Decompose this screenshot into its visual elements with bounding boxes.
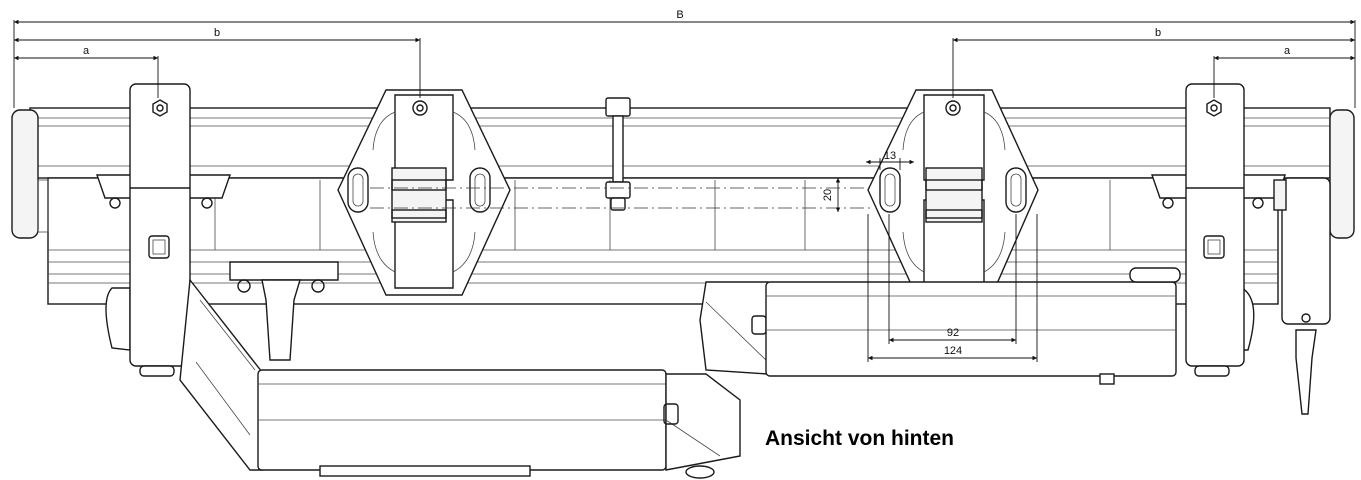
dimension-right-b: b <box>952 27 1355 98</box>
label-outer-spacing: 124 <box>944 345 962 357</box>
label-right-b: b <box>1155 27 1161 39</box>
clamp-plate-left <box>337 89 511 296</box>
main-rail <box>29 107 1331 179</box>
label-B: B <box>676 9 683 21</box>
view-caption: Ansicht von hinten <box>765 427 954 450</box>
right-upper-arm <box>699 267 1181 385</box>
label-right-a: a <box>1284 45 1291 57</box>
label-slot-height: 20 <box>822 189 834 201</box>
dimension-slot-width: 13 <box>866 150 914 170</box>
right-handle <box>1273 177 1331 415</box>
center-bolt <box>605 97 631 211</box>
arm-pivot-mount <box>229 261 339 361</box>
dimension-inner-spacing: 92 <box>888 214 1017 344</box>
dimension-slot-height: 20 <box>822 178 841 212</box>
dimension-outer-spacing: 124 <box>867 214 1038 362</box>
dimension-left-b: b <box>14 27 421 98</box>
dimension-right-a: a <box>1213 45 1355 98</box>
left-lower-arm <box>179 278 741 479</box>
label-left-a: a <box>83 45 90 57</box>
right-end-cap <box>1329 109 1355 239</box>
label-left-b: b <box>214 27 220 39</box>
clamp-plate-right <box>867 89 1039 296</box>
left-end-cap <box>11 109 49 239</box>
dimension-overall-B: B <box>13 9 1356 108</box>
dimension-left-a: a <box>14 45 159 98</box>
left-side-plate <box>96 83 231 377</box>
centerlines <box>370 187 870 209</box>
label-slot-width: 13 <box>884 150 896 162</box>
label-inner-spacing: 92 <box>947 327 959 339</box>
